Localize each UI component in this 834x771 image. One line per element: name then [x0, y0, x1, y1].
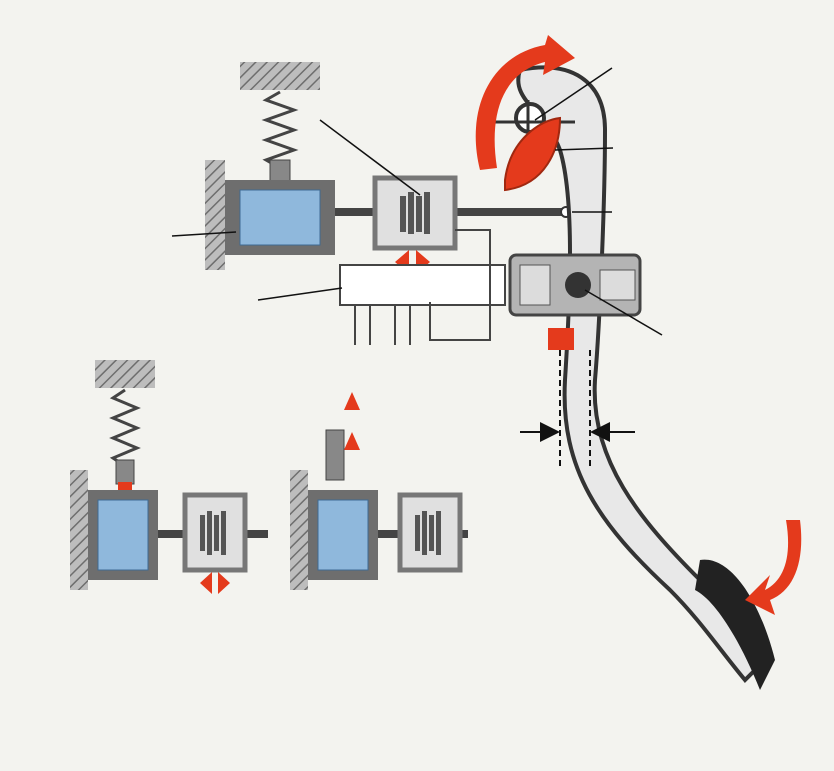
top-ground-hatch [240, 62, 320, 90]
booster-red-block [548, 328, 574, 350]
booster-assembly [508, 253, 642, 317]
top-disc-spring [400, 192, 430, 234]
leader-lines [171, 67, 663, 336]
bl-wall-hatch [70, 470, 88, 590]
master-cylinder-body [339, 264, 506, 306]
top-spring-housing [372, 175, 458, 251]
bl-valve-red [118, 482, 132, 490]
bl-red-arrows [200, 572, 230, 594]
master-cylinder-tube [429, 229, 491, 341]
top-fluid [239, 189, 321, 246]
pedal-angle-sensor [504, 116, 562, 192]
bl-disc-spring [200, 511, 226, 555]
master-cylinder-ports [354, 305, 411, 345]
top-simulator-spring [261, 90, 299, 170]
br-wall-hatch [290, 470, 308, 590]
top-wall-hatch [205, 160, 225, 270]
bl-spring [109, 388, 141, 468]
rotation-arrow-top [475, 35, 575, 170]
br-up-arrow-2 [344, 432, 360, 464]
br-disc-spring [415, 511, 441, 555]
br-up-arrow-1 [344, 392, 360, 424]
bl-spring-rod [115, 459, 135, 485]
bl-ground-hatch [95, 360, 155, 388]
rotation-arrow-bottom [745, 520, 802, 615]
br-spring-rod [325, 429, 345, 481]
bl-fluid [97, 499, 149, 571]
pedal-pad [695, 559, 775, 690]
br-fluid [317, 499, 369, 571]
